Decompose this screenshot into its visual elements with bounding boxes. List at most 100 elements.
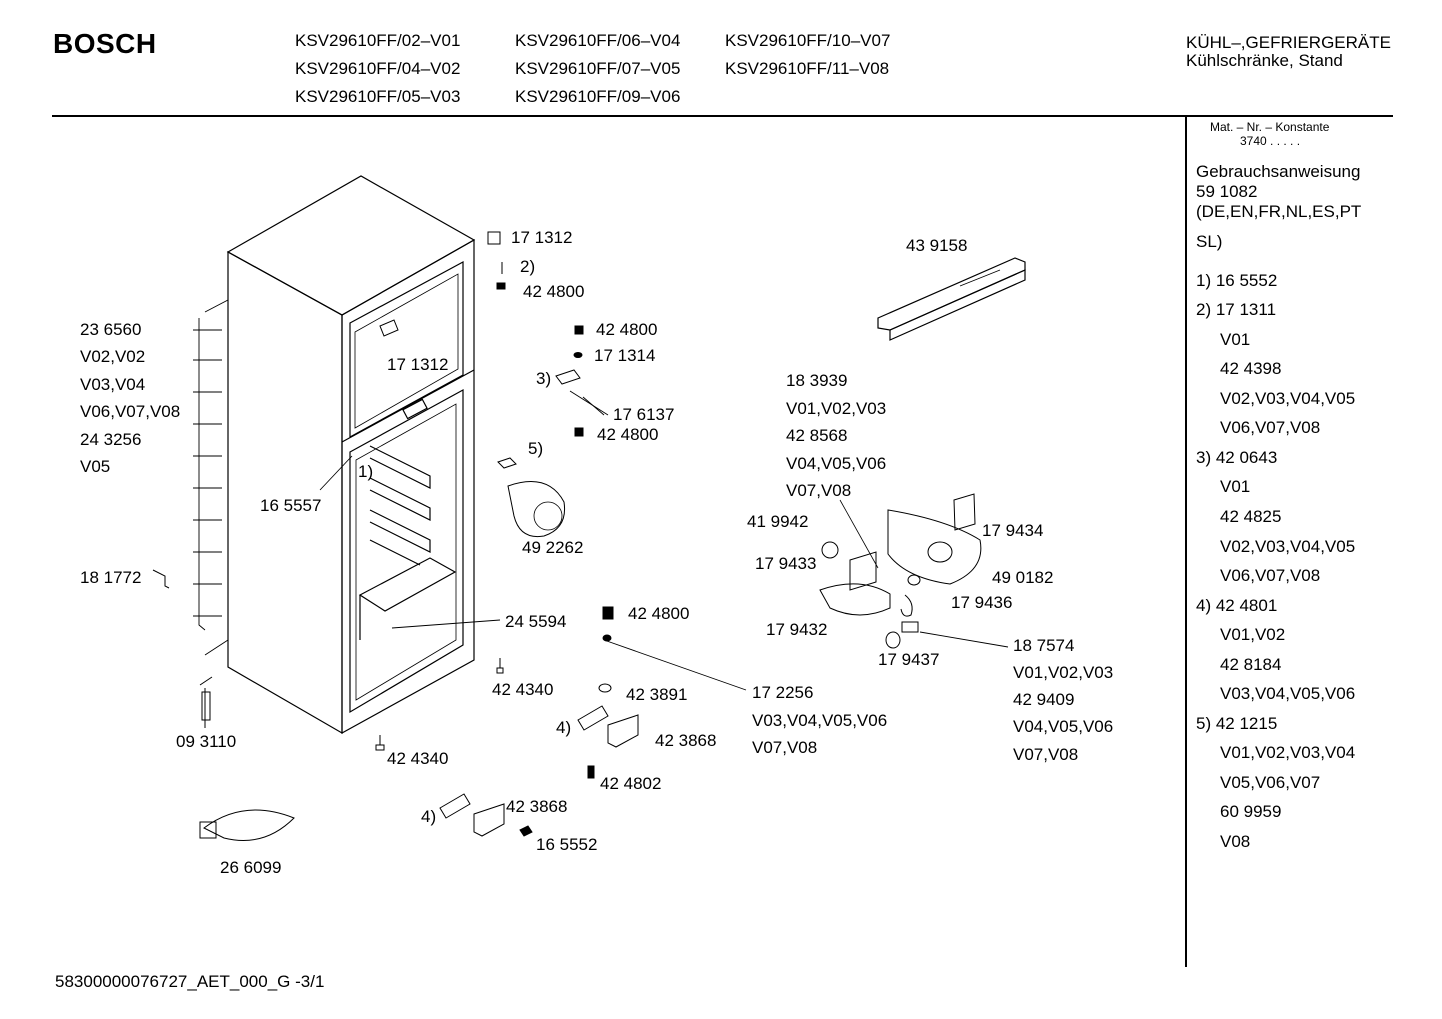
sidebar-line: SL) bbox=[1196, 232, 1223, 251]
refrigerator-body-drawing bbox=[193, 175, 476, 735]
part-label: 3) bbox=[536, 369, 552, 388]
part-label: 49 2262 bbox=[522, 538, 584, 557]
sidebar-divider bbox=[1185, 117, 1187, 967]
part-label: V06,V07,V08 bbox=[80, 402, 181, 421]
part-label: 24 3256 bbox=[80, 430, 142, 449]
part-label: 42 3891 bbox=[626, 685, 688, 704]
part-label: 17 6137 bbox=[613, 405, 675, 424]
part-label: V01,V02,V03 bbox=[786, 399, 887, 418]
part-label: 4) bbox=[421, 807, 437, 826]
part-label: V07,V08 bbox=[752, 738, 818, 757]
part-label: 42 9409 bbox=[1013, 690, 1075, 709]
part-label: 17 9434 bbox=[982, 521, 1044, 540]
sidebar-line: 59 1082 bbox=[1196, 182, 1258, 201]
category-subtitle: Kühlschränke, Stand bbox=[1186, 51, 1343, 70]
part-label: 5) bbox=[528, 439, 544, 458]
part-label: 17 9432 bbox=[766, 620, 828, 639]
sidebar-line: V06,V07,V08 bbox=[1220, 566, 1321, 585]
part-label: 41 9942 bbox=[747, 512, 809, 531]
model-code: KSV29610FF/10–V07 bbox=[725, 31, 891, 50]
sidebar-line: 1) 16 5552 bbox=[1196, 271, 1278, 290]
mat-number-value: 3740 . . . . . bbox=[1240, 134, 1301, 148]
sidebar-line: 4) 42 4801 bbox=[1196, 596, 1278, 615]
part-label: 16 5552 bbox=[536, 835, 598, 854]
part-label: 17 9437 bbox=[878, 650, 940, 669]
model-code: KSV29610FF/11–V08 bbox=[725, 59, 890, 78]
part-label: 17 1312 bbox=[387, 355, 449, 374]
sidebar-line: V08 bbox=[1220, 832, 1251, 851]
part-label: 42 4800 bbox=[597, 425, 659, 444]
sidebar-line: V01,V02 bbox=[1220, 625, 1286, 644]
lamp-assembly-drawing bbox=[819, 493, 982, 649]
part-label: 09 3110 bbox=[176, 732, 237, 751]
part-label: V02,V02 bbox=[80, 347, 146, 366]
sidebar-line: V03,V04,V05,V06 bbox=[1220, 684, 1356, 703]
part-label: 24 5594 bbox=[505, 612, 567, 631]
part-label: 42 4800 bbox=[523, 282, 585, 301]
part-label: 2) bbox=[520, 257, 536, 276]
part-label: V03,V04,V05,V06 bbox=[752, 711, 888, 730]
model-code: KSV29610FF/09–V06 bbox=[515, 87, 681, 106]
part-label: 17 9436 bbox=[951, 593, 1013, 612]
part-label: 49 0182 bbox=[992, 568, 1054, 587]
mat-number-label: Mat. – Nr. – Konstante bbox=[1210, 120, 1330, 134]
model-code: KSV29610FF/07–V05 bbox=[515, 59, 681, 78]
part-label: V01,V02,V03 bbox=[1013, 663, 1114, 682]
part-label: 42 4340 bbox=[387, 749, 449, 768]
part-label: 42 4800 bbox=[628, 604, 690, 623]
part-label: 4) bbox=[556, 718, 572, 737]
part-label: 42 4340 bbox=[492, 680, 554, 699]
part-label: 17 1314 bbox=[594, 346, 656, 365]
part-label: V07,V08 bbox=[786, 481, 852, 500]
part-label: 42 3868 bbox=[506, 797, 568, 816]
part-label: 17 2256 bbox=[752, 683, 814, 702]
model-code: KSV29610FF/02–V01 bbox=[295, 31, 461, 50]
exploded-parts-diagram bbox=[152, 175, 1026, 841]
header-divider bbox=[52, 115, 1393, 117]
model-code: KSV29610FF/06–V04 bbox=[515, 31, 681, 50]
model-code: KSV29610FF/05–V03 bbox=[295, 87, 461, 106]
sidebar-line: V02,V03,V04,V05 bbox=[1220, 537, 1356, 556]
sidebar-line: V01 bbox=[1220, 477, 1251, 496]
part-label: 17 9433 bbox=[755, 554, 817, 573]
part-label: V07,V08 bbox=[1013, 745, 1079, 764]
sidebar-line: (DE,EN,FR,NL,ES,PT bbox=[1196, 202, 1362, 221]
sidebar-line: 3) 42 0643 bbox=[1196, 448, 1278, 467]
part-label: 16 5557 bbox=[260, 496, 322, 515]
sidebar-line: 42 4825 bbox=[1220, 507, 1282, 526]
sidebar-line: V06,V07,V08 bbox=[1220, 418, 1321, 437]
model-code: KSV29610FF/04–V02 bbox=[295, 59, 461, 78]
part-label: 42 8568 bbox=[786, 426, 848, 445]
part-label: 18 7574 bbox=[1013, 636, 1075, 655]
part-label: 43 9158 bbox=[906, 236, 968, 255]
part-label: 42 4802 bbox=[600, 774, 662, 793]
brand-logo: BOSCH bbox=[53, 28, 157, 59]
sidebar-line: 2) 17 1311 bbox=[1196, 300, 1277, 319]
document-code: 58300000076727_AET_000_G -3/1 bbox=[55, 972, 325, 991]
part-label: 18 3939 bbox=[786, 371, 848, 390]
part-label: 1) bbox=[358, 462, 374, 481]
leader-lines bbox=[319, 390, 1009, 691]
sidebar-line: V05,V06,V07 bbox=[1220, 773, 1321, 792]
part-label: 42 3868 bbox=[655, 731, 717, 750]
control-panel-drawing bbox=[877, 257, 1026, 341]
part-label: 17 1312 bbox=[511, 228, 573, 247]
part-label: V04,V05,V06 bbox=[786, 454, 887, 473]
part-label: 23 6560 bbox=[80, 320, 142, 339]
small-parts-drawing bbox=[152, 231, 639, 841]
part-label: 26 6099 bbox=[220, 858, 282, 877]
part-label: V04,V05,V06 bbox=[1013, 717, 1114, 736]
sidebar-line: 5) 42 1215 bbox=[1196, 714, 1278, 733]
sidebar-line: V02,V03,V04,V05 bbox=[1220, 389, 1356, 408]
part-label: V03,V04 bbox=[80, 375, 146, 394]
part-label: 42 4800 bbox=[596, 320, 658, 339]
sidebar-line: V01,V02,V03,V04 bbox=[1220, 743, 1356, 762]
sidebar-line: 60 9959 bbox=[1220, 802, 1282, 821]
sidebar-line: Gebrauchsanweisung bbox=[1196, 162, 1361, 181]
part-label: V05 bbox=[80, 457, 111, 476]
sidebar-line: V01 bbox=[1220, 330, 1251, 349]
sidebar-line: 42 4398 bbox=[1220, 359, 1282, 378]
category-title: KÜHL–,GEFRIERGERÄTE bbox=[1186, 33, 1391, 52]
part-label: 18 1772 bbox=[80, 568, 142, 587]
sidebar-line: 42 8184 bbox=[1220, 655, 1282, 674]
